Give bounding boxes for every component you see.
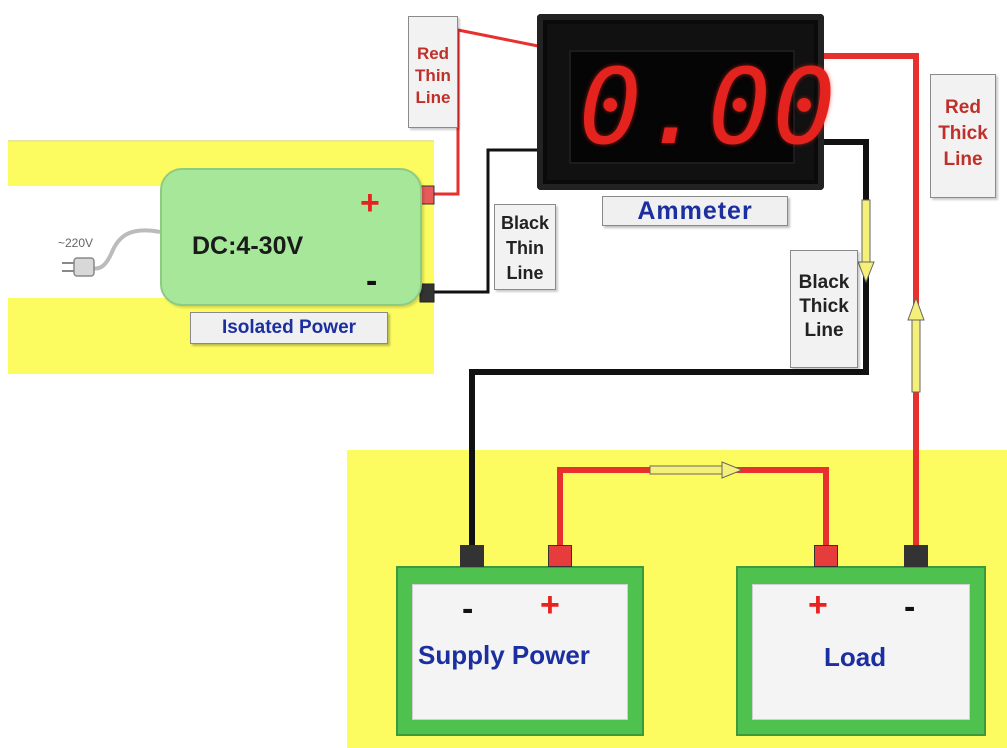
supply-plus-terminal (548, 545, 572, 567)
black-thin-line-label: Black Thin Line (494, 204, 556, 290)
label-line: Red (416, 44, 450, 63)
black-thick-line-label: Black Thick Line (790, 250, 858, 368)
flow-arrow-down (857, 199, 875, 284)
supply-power-label: Supply Power (418, 640, 590, 670)
ammeter-reading: 0.00 (579, 46, 838, 168)
isolated-power-title: Isolated Power (190, 312, 388, 344)
load-minus-terminal (904, 545, 928, 567)
load-plus-terminal (814, 545, 838, 567)
label-line: Line (943, 149, 983, 170)
mains-voltage-label: ~220V (58, 236, 94, 250)
battery-face (752, 584, 970, 720)
black-thick-wire (469, 139, 869, 548)
supply-minus-sign: - (462, 590, 474, 628)
red-thick-line-label: Red Thick Line (930, 74, 996, 198)
power-plus-sign: + (360, 184, 380, 222)
mains-cord (91, 228, 161, 271)
load-plus-sign: + (808, 586, 828, 624)
ammeter-display: 0.00 (537, 14, 838, 190)
ammeter-screen: 0.00 (569, 46, 838, 168)
label-line: Line (415, 88, 451, 107)
power-minus-sign: - (366, 262, 378, 300)
load-battery: + - Load (736, 566, 986, 736)
label-line: Thick (799, 296, 849, 317)
red-thin-line-label: Red Thin Line (408, 16, 458, 128)
supply-minus-terminal (460, 545, 484, 567)
panel-white-strip (8, 186, 178, 298)
label-line: Line (804, 320, 844, 341)
load-label: Load (824, 642, 887, 672)
flow-arrow-up (907, 296, 925, 393)
supply-power-battery: - + Supply Power (396, 566, 644, 736)
supply-load-wire (557, 467, 829, 548)
label-line: Line (506, 263, 544, 283)
label-line: Black (500, 213, 550, 233)
flow-arrow-right (649, 461, 744, 479)
label-line: Black (798, 272, 850, 293)
supply-plus-sign: + (540, 586, 560, 624)
voltage-label: DC:4-30V (192, 232, 304, 260)
red-thin-wire (430, 28, 539, 196)
label-line: Thin (415, 66, 451, 85)
label-line: Thick (938, 123, 988, 144)
isolated-power-block: DC:4-30V + - (160, 168, 422, 306)
plug-icon (62, 257, 95, 277)
power-minus-terminal (419, 283, 435, 303)
label-line: Red (945, 97, 981, 118)
power-plus-terminal (419, 185, 435, 205)
load-minus-sign: - (904, 588, 916, 626)
battery-face (412, 584, 628, 720)
ammeter-title: Ammeter (602, 196, 788, 226)
black-thin-wire (430, 148, 538, 294)
label-line: Thin (506, 238, 544, 258)
